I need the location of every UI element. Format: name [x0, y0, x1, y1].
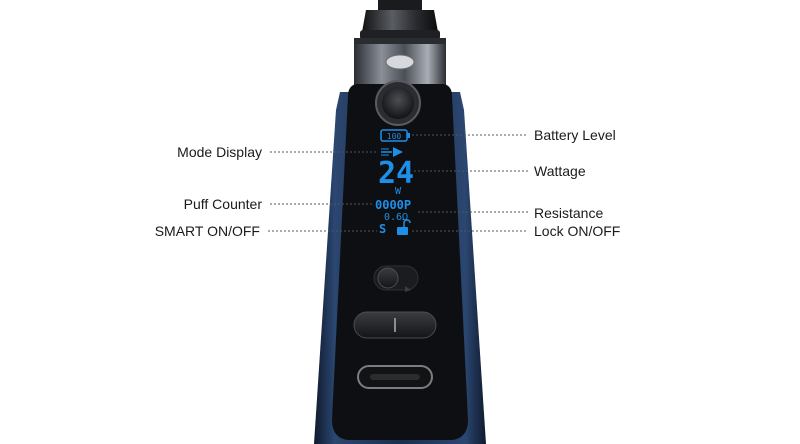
- resistance-label: Resistance: [534, 205, 604, 221]
- battery-level-label: Battery Level: [534, 127, 616, 143]
- usb-c-port: [357, 365, 433, 389]
- callout-lines: [268, 134, 528, 232]
- battery-level-indicator: 100: [380, 129, 410, 142]
- lock-icon: [397, 219, 411, 235]
- wattage-unit: W: [395, 186, 402, 197]
- smart-on-off-label: SMART ON/OFF: [154, 223, 260, 239]
- fire-button[interactable]: [375, 80, 421, 126]
- puff-counter-value: 0000P: [375, 198, 411, 212]
- lock-on-off-label: Lock ON/OFF: [534, 223, 621, 239]
- adjust-button[interactable]: [353, 311, 437, 339]
- front-panel: [332, 84, 468, 440]
- wattage-label: Wattage: [534, 163, 586, 179]
- battery-value: 100: [387, 132, 402, 141]
- drip-tip: [360, 0, 440, 40]
- puff-counter-label: Puff Counter: [183, 196, 262, 212]
- mode-display-icon: [381, 147, 403, 157]
- mode-display-label: Mode Display: [177, 144, 262, 160]
- lcd-screen: 100 24 W 0000P 0.6Ω S: [375, 129, 414, 236]
- wattage-value: 24: [378, 156, 414, 191]
- smart-indicator: S: [379, 222, 386, 236]
- airflow-switch[interactable]: [373, 265, 419, 292]
- resistance-value: 0.6Ω: [384, 212, 408, 223]
